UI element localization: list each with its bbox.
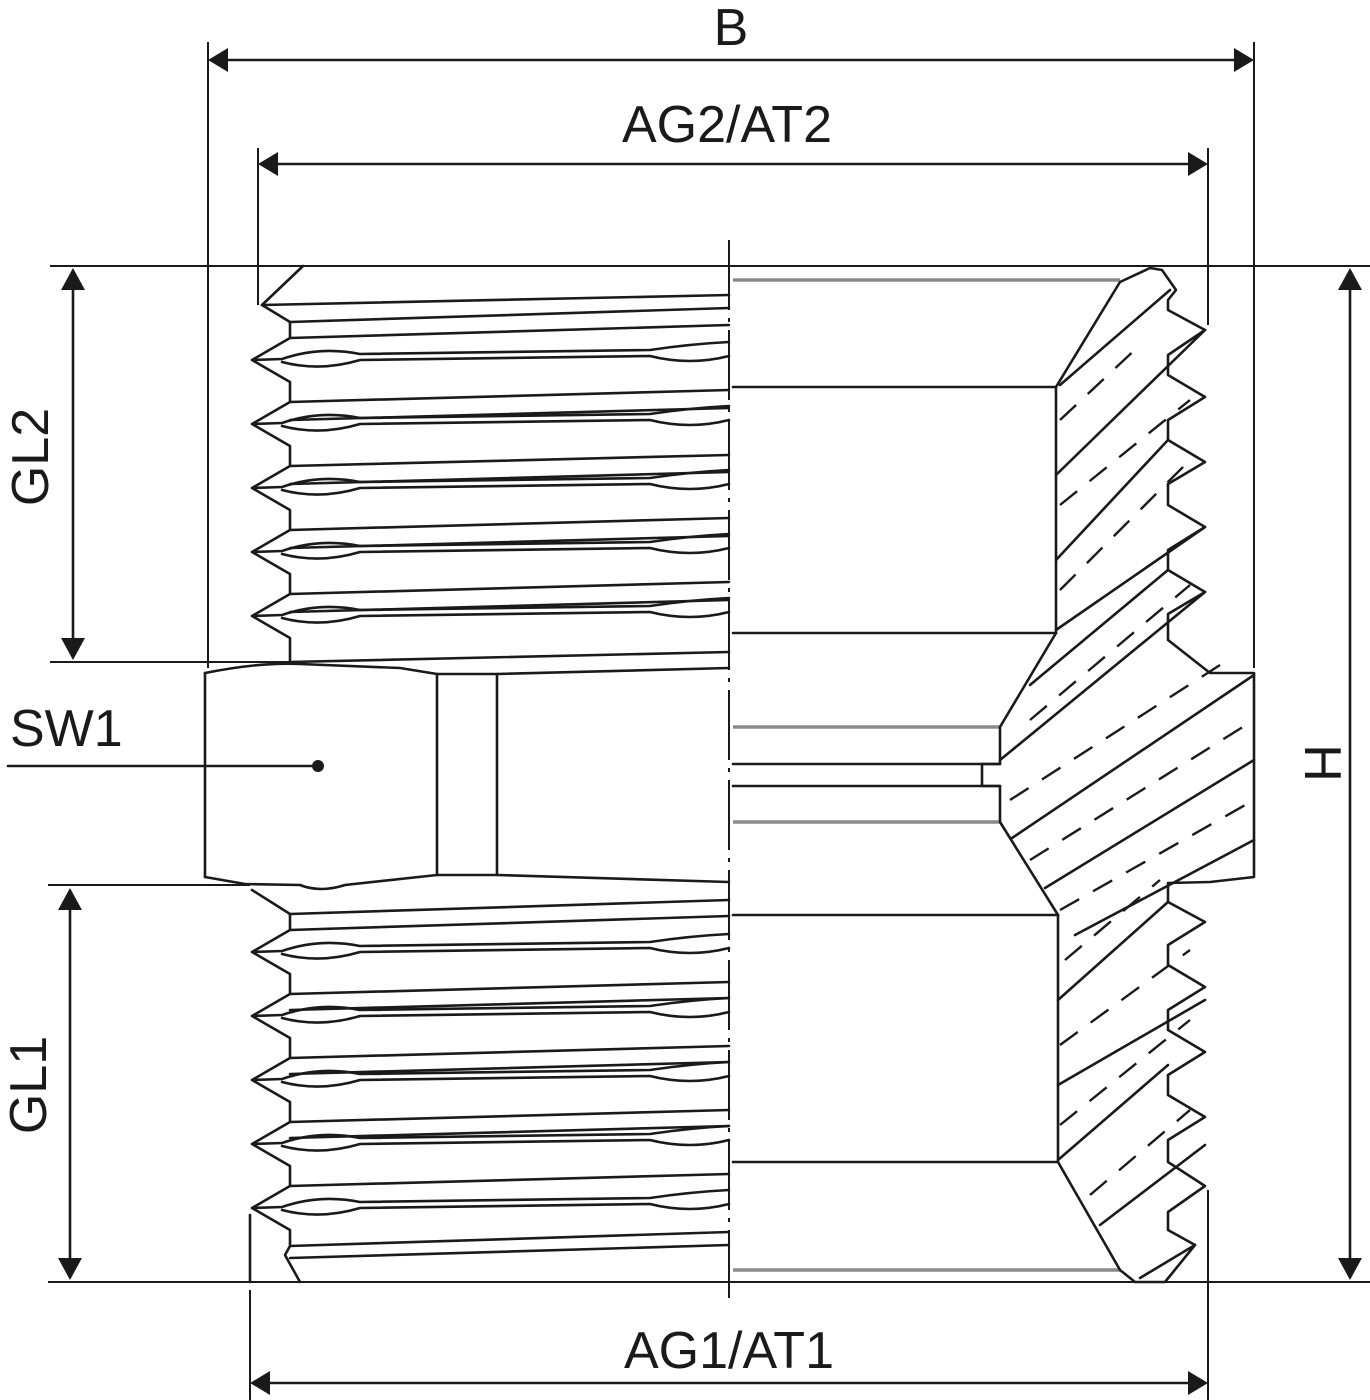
dimension-ag1-at1: AG1/AT1: [250, 1322, 1208, 1395]
arrow-down-icon: [61, 638, 85, 660]
extension-lines: [48, 42, 1370, 1400]
arrow-right-icon: [1188, 152, 1208, 176]
hex-collar: [203, 662, 731, 891]
dimension-gl2: GL2: [2, 268, 85, 660]
arrow-left-icon: [208, 48, 228, 72]
dimension-label-h: H: [1293, 744, 1351, 782]
leader-dot-icon: [312, 760, 324, 772]
dimension-ag2-at2: AG2/AT2: [258, 96, 1208, 176]
dimension-b: B: [208, 0, 1254, 72]
arrow-right-icon: [1234, 48, 1254, 72]
dimension-label-gl2: GL2: [2, 408, 60, 506]
dimension-h: H: [1293, 268, 1362, 1280]
arrow-up-icon: [61, 268, 85, 290]
dimension-label-b: B: [714, 0, 749, 57]
arrow-down-icon: [1338, 1258, 1362, 1280]
hatch-solid: [998, 288, 1256, 1280]
section-bore: [731, 278, 1120, 1272]
dimension-gl1: GL1: [0, 888, 82, 1280]
arrow-down-icon: [58, 1258, 82, 1280]
thread-roots-upper: [250, 340, 731, 624]
arrow-right-icon: [1188, 1371, 1208, 1395]
arrow-up-icon: [1338, 268, 1362, 290]
thread-roots-lower: [250, 932, 731, 1216]
upper-thread: [250, 264, 731, 664]
arrow-left-icon: [258, 152, 278, 176]
dimension-label-ag2-at2: AG2/AT2: [622, 96, 832, 154]
dimension-sw1: SW1: [6, 700, 324, 772]
dimension-label-ag1-at1: AG1/AT1: [624, 1322, 834, 1380]
arrow-up-icon: [58, 888, 82, 910]
lower-thread: [248, 888, 731, 1284]
hatch-dashed: [1009, 344, 1255, 1196]
arrow-left-icon: [250, 1371, 270, 1395]
dimension-label-sw1: SW1: [10, 700, 123, 758]
dimension-label-gl1: GL1: [0, 1036, 58, 1134]
section-wall: [980, 266, 1256, 1284]
